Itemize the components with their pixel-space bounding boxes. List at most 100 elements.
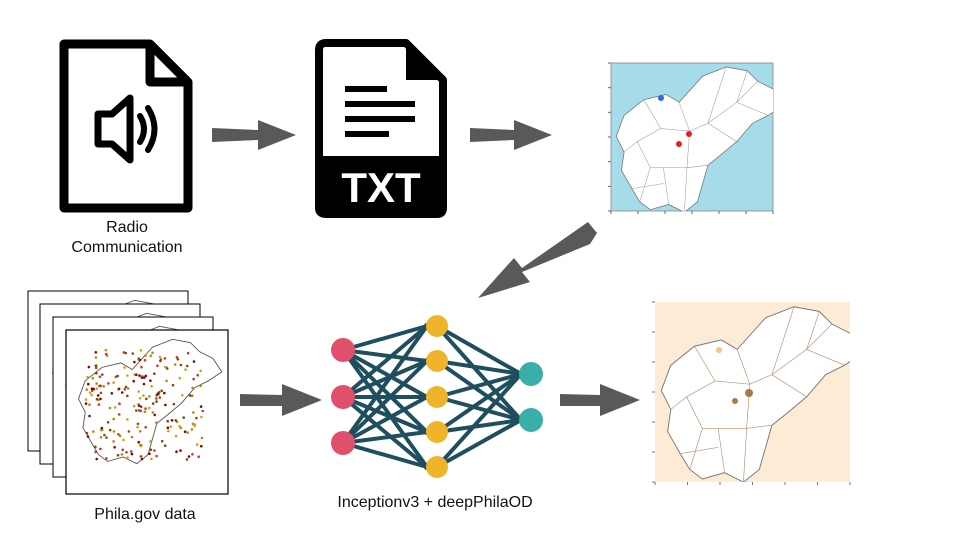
incident-point: [121, 448, 124, 452]
incident-point: [90, 389, 94, 392]
network-edge: [342, 324, 428, 352]
incident-point: [131, 352, 135, 355]
incident-point: [148, 452, 151, 455]
incident-point: [178, 424, 181, 428]
incident-point: [200, 415, 203, 419]
incident-point: [160, 389, 163, 393]
incident-point: [191, 453, 194, 456]
incident-point: [95, 387, 98, 391]
incident-point: [87, 365, 91, 369]
incident-point: [197, 455, 200, 458]
incident-point: [116, 453, 120, 457]
incident-point: [113, 446, 116, 449]
incident-point: [138, 430, 142, 433]
incident-point: [150, 457, 153, 461]
incident-point: [130, 450, 133, 453]
network-edge: [342, 348, 428, 399]
incident-point: [149, 448, 153, 451]
incident-point: [126, 394, 129, 398]
incident-point: [94, 356, 98, 359]
network-edge: [341, 348, 429, 434]
incident-point: [92, 430, 95, 433]
incident-point: [157, 391, 161, 394]
incident-point: [151, 411, 155, 414]
incident-point: [149, 354, 153, 358]
incident-point: [94, 366, 98, 370]
incident-point: [94, 351, 98, 354]
incident-point: [95, 371, 98, 375]
incident-point: [163, 391, 166, 395]
incident-point: [123, 388, 127, 391]
incident-point: [179, 449, 182, 452]
incident-point: [160, 439, 164, 443]
network-edge: [341, 359, 429, 445]
network-edge: [342, 348, 428, 363]
incident-point: [151, 402, 155, 405]
incident-point: [143, 358, 147, 362]
incident-point: [101, 373, 104, 376]
incident-point: [114, 375, 118, 379]
incident-point: [140, 443, 143, 447]
txt-file-icon: TXT: [315, 39, 447, 218]
incident-point: [144, 354, 147, 357]
incident-point: [196, 373, 199, 377]
incident-point: [155, 400, 158, 403]
incident-point: [163, 357, 167, 360]
incident-point: [153, 413, 156, 417]
incident-point: [118, 402, 121, 405]
incident-point: [193, 424, 196, 428]
incident-point: [85, 388, 89, 391]
incident-point: [155, 397, 158, 400]
incident-point: [135, 409, 138, 412]
incident-point: [139, 349, 143, 352]
incident-point: [137, 390, 140, 393]
incident-point: [107, 382, 110, 385]
hidden-node: [426, 315, 448, 337]
incident-point: [174, 434, 178, 438]
incident-point: [190, 428, 194, 431]
incident-point: [185, 364, 189, 368]
incident-point: [135, 373, 138, 376]
incident-point: [139, 405, 143, 409]
incident-point: [191, 422, 195, 426]
network-edge: [341, 324, 429, 445]
hidden-node: [426, 421, 448, 443]
incident-point: [123, 366, 126, 369]
incident-point: [94, 445, 97, 449]
map-marker-red: [676, 141, 682, 147]
hidden-node: [426, 456, 448, 478]
incident-point: [132, 404, 136, 408]
incident-point: [88, 414, 91, 418]
incident-point: [170, 419, 174, 422]
incident-point: [117, 433, 120, 436]
incident-point: [186, 431, 190, 434]
incident-point: [199, 384, 202, 387]
incident-point: [201, 409, 204, 413]
incident-point: [174, 419, 177, 422]
incident-point: [86, 435, 90, 438]
incident-point: [164, 403, 167, 407]
incident-point: [124, 351, 127, 355]
arrow-model-to-output: [560, 384, 640, 416]
incident-point: [95, 397, 99, 401]
incident-point: [158, 355, 162, 359]
incident-point: [94, 450, 97, 454]
incident-point: [104, 349, 108, 352]
incident-point: [105, 457, 108, 460]
arrow-map-to-model: [478, 222, 597, 298]
incident-point: [102, 384, 105, 388]
radio-label-line2: Communication: [71, 239, 183, 256]
incident-point: [149, 440, 152, 443]
network-edge: [342, 395, 428, 434]
incident-point: [91, 376, 95, 380]
incident-point: [163, 365, 167, 369]
incident-point: [126, 387, 130, 390]
map-marker-brown: [732, 398, 738, 404]
incident-point: [149, 379, 152, 382]
incident-point: [199, 369, 202, 373]
incident-point: [112, 381, 115, 384]
incident-point: [117, 387, 121, 391]
incident-point: [179, 363, 183, 367]
incident-point: [137, 358, 141, 361]
incident-point: [85, 431, 89, 435]
